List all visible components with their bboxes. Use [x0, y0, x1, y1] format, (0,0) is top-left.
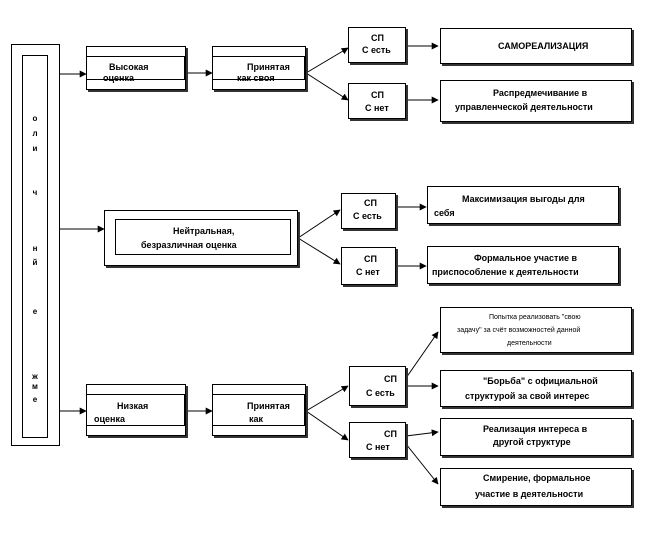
high-acceptance-line2: как своя [237, 73, 275, 83]
high-acceptance-box: Принятая как своя [212, 46, 306, 90]
low-acceptance-line1: Принятая [247, 401, 290, 411]
high-sp-no-label: С нет [365, 103, 389, 113]
low-outcome-2-box: "Борьба" с официальной структурой за сво… [440, 370, 632, 407]
vertical-letter: о [32, 114, 38, 123]
low-sp-yes-box: СП С есть [349, 366, 406, 406]
neutral-sp-no-box: СП С нет [341, 247, 396, 285]
edge-high-sp-no [305, 72, 349, 101]
high-sp-no-abbr: СП [371, 90, 384, 100]
neutral-evaluation-line1: Нейтральная, [173, 226, 235, 236]
edge-high-sp-yes [305, 47, 349, 74]
low-outcome-2-line2: структурой за свой интерес [465, 391, 590, 401]
edge-low-sp-no [305, 410, 349, 441]
neutral-evaluation-line2: безразличная оценка [141, 240, 237, 250]
vertical-letter: м [32, 382, 38, 391]
edge-low-outcome-3 [405, 429, 439, 437]
edge-low-outcome-1 [405, 331, 439, 379]
neutral-outcome-no-line1: Формальное участие в [474, 253, 578, 263]
high-sp-no-box: СП С нет [348, 83, 406, 119]
vertical-letter: л [32, 129, 38, 138]
low-evaluation-line2: оценка [94, 414, 125, 424]
neutral-sp-yes-abbr: СП [364, 198, 377, 208]
vertical-letter: е [32, 395, 38, 404]
high-acceptance-inner [212, 56, 305, 80]
high-sp-yes-label: С есть [362, 45, 391, 55]
neutral-outcome-no-line2: приспособление к деятельности [432, 267, 579, 277]
low-outcome-1-line3: деятельности [507, 340, 552, 347]
edge-low-outcome-4 [405, 443, 439, 485]
neutral-sp-yes-box: СП С есть [341, 193, 396, 229]
edge-neutral-sp-yes [297, 209, 341, 239]
high-outcome-no-line1: Распредмечивание в [493, 88, 588, 98]
low-sp-no-abbr: СП [384, 429, 397, 439]
neutral-sp-no-label: С нет [356, 267, 380, 277]
vertical-letter: е [32, 307, 38, 316]
high-outcome-yes-text: САМОРЕАЛИЗАЦИЯ [498, 41, 589, 51]
neutral-evaluation-inner [115, 219, 291, 255]
high-evaluation-line1: Высокая [109, 62, 149, 72]
low-evaluation-inner [86, 394, 185, 426]
vertical-frame-inner: о л и ч н й е ж м е [22, 55, 48, 438]
low-sp-yes-abbr: СП [384, 374, 397, 384]
low-outcome-1-line2: задачу" за счёт возможностей данной [457, 327, 581, 334]
low-sp-yes-label: С есть [366, 388, 395, 398]
neutral-outcome-no-box: Формальное участие в приспособление к де… [427, 246, 619, 284]
vertical-letter: ч [32, 188, 38, 197]
low-acceptance-inner [212, 394, 305, 426]
edge-low-sp-yes [305, 385, 349, 412]
low-outcome-4-line2: участие в деятельности [475, 489, 584, 499]
high-sp-yes-abbr: СП [371, 33, 384, 43]
low-outcome-3-line1: Реализация интереса в [483, 424, 588, 434]
low-sp-no-box: СП С нет [349, 422, 406, 458]
neutral-sp-yes-label: С есть [353, 211, 382, 221]
high-evaluation-box: Высокая оценка [86, 46, 186, 90]
low-evaluation-box: Низкая оценка [86, 384, 186, 436]
low-sp-no-label: С нет [366, 442, 390, 452]
vertical-letter: ж [32, 372, 38, 381]
low-outcome-4-box: Смирение, формальное участие в деятельно… [440, 468, 632, 506]
neutral-outcome-yes-line1: Максимизация выгоды для [462, 194, 585, 204]
low-outcome-3-line2: другой структуре [493, 437, 571, 447]
low-outcome-1-box: Попытка реализовать "свою задачу" за счё… [440, 307, 632, 353]
low-acceptance-box: Принятая как [212, 384, 306, 436]
high-outcome-no-box: Распредмечивание в управленческой деятел… [440, 80, 632, 122]
low-outcome-2-line1: "Борьба" с официальной [483, 376, 598, 386]
low-outcome-4-line1: Смирение, формальное [483, 473, 591, 483]
neutral-outcome-yes-box: Максимизация выгоды для себя [427, 186, 619, 224]
low-evaluation-line1: Низкая [117, 401, 149, 411]
high-evaluation-line2: оценка [103, 73, 134, 83]
neutral-evaluation-box: Нейтральная, безразличная оценка [104, 210, 298, 266]
neutral-sp-no-abbr: СП [364, 254, 377, 264]
edge-neutral-sp-no [297, 237, 341, 265]
low-outcome-3-box: Реализация интереса в другой структуре [440, 418, 632, 456]
vertical-letter: й [32, 258, 38, 267]
low-outcome-1-line1: Попытка реализовать "свою [489, 314, 581, 321]
neutral-outcome-yes-line2: себя [434, 208, 455, 218]
vertical-letter: и [32, 144, 38, 153]
low-acceptance-line2: как [249, 414, 264, 424]
high-sp-yes-box: СП С есть [348, 27, 406, 63]
vertical-letter: н [32, 244, 38, 253]
high-evaluation-inner [86, 56, 185, 80]
high-outcome-no-line2: управленческой деятельности [455, 102, 593, 112]
high-acceptance-line1: Принятая [247, 62, 290, 72]
high-outcome-yes-box: САМОРЕАЛИЗАЦИЯ [440, 28, 632, 64]
